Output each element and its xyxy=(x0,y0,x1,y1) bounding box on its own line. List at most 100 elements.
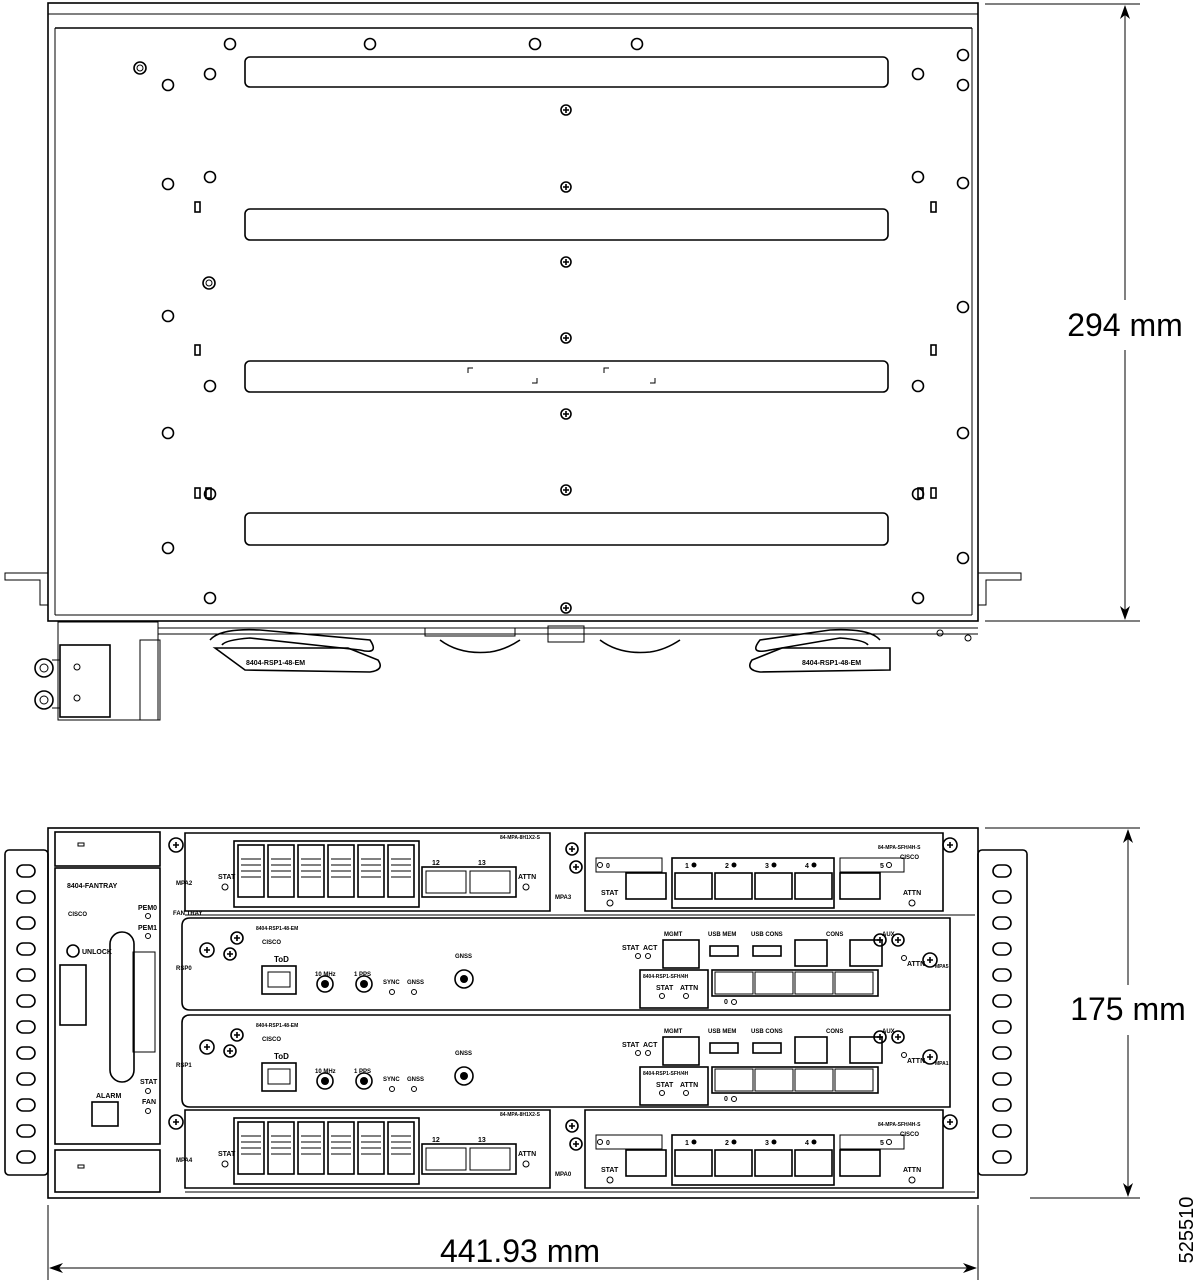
height-dimension: 175 mm xyxy=(985,827,1186,1199)
gnss-connector[interactable] xyxy=(454,969,474,989)
port-number: 1 xyxy=(685,863,689,870)
sfp-port[interactable] xyxy=(754,1068,794,1092)
sync-label: SYNC xyxy=(383,1077,400,1083)
rj45-port[interactable] xyxy=(357,844,385,898)
mpa-model: 84-MPA-8H1X2-S xyxy=(500,1112,541,1118)
attn-led xyxy=(901,955,907,961)
sfp-port[interactable] xyxy=(674,1149,713,1177)
usb-cons-port[interactable] xyxy=(752,1042,782,1054)
stat-label: STAT xyxy=(601,890,619,897)
port-led xyxy=(731,999,737,1005)
cons-port[interactable] xyxy=(794,1036,828,1064)
mpa-faceplate xyxy=(184,1109,551,1189)
depth-label: 294 mm xyxy=(1067,307,1183,343)
power-connector xyxy=(59,964,87,1026)
sfp-port[interactable] xyxy=(425,870,467,894)
sfp-port-block xyxy=(421,1143,517,1175)
sfp-port[interactable] xyxy=(469,1147,511,1171)
sfp-port[interactable] xyxy=(839,872,881,900)
alarm-port[interactable] xyxy=(91,1101,119,1127)
port-led xyxy=(691,862,697,868)
screw-icon xyxy=(560,256,572,268)
10mhz-connector[interactable] xyxy=(316,1072,334,1090)
sfp-port[interactable] xyxy=(834,971,874,995)
sfp-port[interactable] xyxy=(714,1068,754,1092)
sub-model: 8404-RSP1-SFH/4H xyxy=(643,974,689,980)
rj45-port[interactable] xyxy=(297,1121,325,1175)
1pps-connector[interactable] xyxy=(355,1072,373,1090)
cons-port[interactable] xyxy=(794,939,828,967)
rj45-port[interactable] xyxy=(327,844,355,898)
rj45-port[interactable] xyxy=(387,1121,415,1175)
tod-port[interactable] xyxy=(261,1062,297,1092)
sfp-port[interactable] xyxy=(794,971,834,995)
ear-slot xyxy=(16,1046,36,1060)
width-dimension: 441.93 mm xyxy=(47,1205,979,1280)
mpa-model: 84-MPA-SFH/4H-S xyxy=(878,1122,921,1128)
gnss-connector[interactable] xyxy=(454,1066,474,1086)
screw-icon xyxy=(942,837,958,853)
sfp-port[interactable] xyxy=(714,1149,753,1177)
mgmt-port[interactable] xyxy=(662,1036,700,1066)
1pps-connector[interactable] xyxy=(355,975,373,993)
stat-led xyxy=(606,899,614,907)
port-number: 2 xyxy=(725,1140,729,1147)
tod-label: ToD xyxy=(274,1052,289,1061)
pem0-led xyxy=(145,913,151,919)
ear-slot xyxy=(992,1098,1012,1112)
sfp-port[interactable] xyxy=(714,872,753,900)
hole xyxy=(956,78,970,92)
mgmt-port[interactable] xyxy=(662,939,700,969)
usb-mem-port[interactable] xyxy=(709,945,739,957)
rj45-port[interactable] xyxy=(387,844,415,898)
sfp-port[interactable] xyxy=(754,872,793,900)
ear-slot xyxy=(992,1124,1012,1138)
ear-slot xyxy=(16,1124,36,1138)
sfp-port[interactable] xyxy=(469,870,511,894)
sfp-port[interactable] xyxy=(714,971,754,995)
10mhz-label: 10 MHz xyxy=(315,972,336,978)
unlock-button[interactable] xyxy=(66,944,80,958)
usb-cons-port[interactable] xyxy=(752,945,782,957)
ear-slot xyxy=(992,942,1012,956)
sfp-port[interactable] xyxy=(625,872,667,900)
sfp-port[interactable] xyxy=(754,971,794,995)
rj45-port[interactable] xyxy=(237,1121,265,1175)
sfp-port[interactable] xyxy=(794,1068,834,1092)
aux-port[interactable] xyxy=(849,1036,883,1064)
sfp-port[interactable] xyxy=(834,1068,874,1092)
10mhz-connector[interactable] xyxy=(316,975,334,993)
rj45-port[interactable] xyxy=(327,1121,355,1175)
tod-port-inner xyxy=(267,1068,291,1085)
rj45-port[interactable] xyxy=(267,844,295,898)
sfp-port[interactable] xyxy=(839,1149,881,1177)
rj45-port[interactable] xyxy=(267,1121,295,1175)
sfp-port[interactable] xyxy=(794,872,833,900)
sfp-port[interactable] xyxy=(425,1147,467,1171)
sfp-port[interactable] xyxy=(754,1149,793,1177)
fan-led xyxy=(145,1108,151,1114)
sfp-port[interactable] xyxy=(625,1149,667,1177)
tod-port[interactable] xyxy=(261,965,297,995)
mpa-model: 84-MPA-SFH/4H-S xyxy=(878,845,921,851)
port-number: 5 xyxy=(880,863,884,870)
attn-led xyxy=(901,1052,907,1058)
hole xyxy=(161,78,175,92)
usb-mem-port[interactable] xyxy=(709,1042,739,1054)
attn-led xyxy=(522,1160,530,1168)
height-label: 175 mm xyxy=(1070,991,1186,1027)
screw-icon xyxy=(560,408,572,420)
rj45-port[interactable] xyxy=(297,844,325,898)
fan-tray-handle[interactable] xyxy=(109,931,135,1083)
rj45-port[interactable] xyxy=(237,844,265,898)
screw-cross xyxy=(573,864,579,870)
aux-label: AUX xyxy=(882,1029,895,1035)
slot-label: MPA2 xyxy=(176,881,193,887)
rj45-port[interactable] xyxy=(357,1121,385,1175)
aux-port[interactable] xyxy=(849,939,883,967)
sfp-port[interactable] xyxy=(674,872,713,900)
10mhz-label: 10 MHz xyxy=(315,1069,336,1075)
sfp-port[interactable] xyxy=(794,1149,833,1177)
screw-icon xyxy=(942,1114,958,1130)
usb-mem-label: USB MEM xyxy=(708,1029,736,1035)
